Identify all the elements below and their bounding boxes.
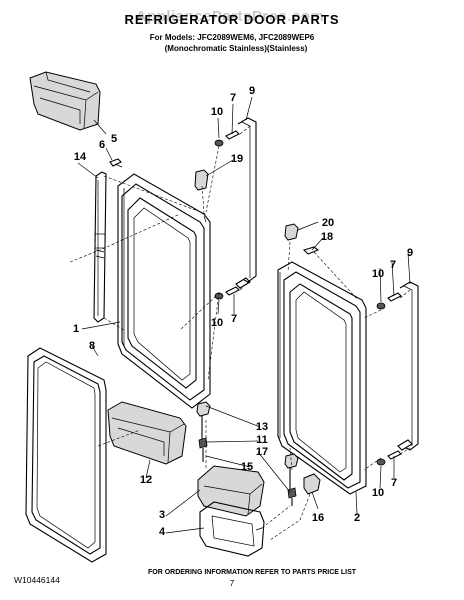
callout-10-lower-left: 10 (211, 317, 223, 329)
watermark: AppliancePartsPros.com (136, 8, 325, 25)
callout-7-lower-right: 7 (391, 477, 397, 489)
callout-10-upper-right: 10 (372, 268, 384, 280)
finish-line: (Monochromatic Stainless)(Stainless) (165, 44, 308, 53)
part-8-door-gasket (25, 347, 107, 563)
callout-14: 14 (74, 151, 87, 163)
diagram-title: REFRIGERATOR DOOR PARTS (124, 12, 339, 27)
callout-1: 1 (73, 323, 79, 335)
callout-13: 13 (256, 421, 268, 433)
callout-7-lower-left: 7 (231, 313, 237, 325)
callout-7-upper-left: 7 (230, 92, 236, 104)
callout-7-upper-right: 7 (390, 259, 396, 271)
page-number: 7 (230, 579, 235, 588)
callout-15: 15 (241, 461, 253, 473)
part-4-handle-bracket (199, 501, 265, 557)
document-number: W10446144 (14, 575, 60, 585)
center-hinge-pins (196, 401, 321, 506)
callout-19: 19 (231, 153, 243, 165)
callout-17: 17 (256, 446, 268, 458)
callout-2: 2 (354, 512, 360, 524)
part-1-left-door (117, 173, 211, 409)
models-line: For Models: JFC2089WEM6, JFC2089WEP6 (150, 33, 315, 42)
callout-12: 12 (140, 474, 152, 486)
callout-4: 4 (159, 526, 166, 538)
assembly-guide-lines (69, 125, 411, 541)
part-2-right-door (277, 261, 367, 495)
callout-9-right: 9 (407, 247, 413, 259)
callout-6: 6 (99, 139, 105, 151)
callout-20: 20 (322, 217, 334, 229)
part-5-door-bin (29, 71, 101, 131)
part-14-door-strip (93, 171, 107, 323)
callout-8: 8 (89, 340, 95, 352)
left-lower-hinge-hardware (214, 277, 251, 300)
right-lower-hinge-hardware (376, 439, 413, 466)
callout-11: 11 (256, 434, 268, 446)
ordering-info-note: FOR ORDERING INFORMATION REFER TO PARTS … (148, 569, 357, 576)
part-3-handle-cover (197, 465, 265, 517)
callout-3: 3 (159, 509, 165, 521)
callout-10-lower-right: 10 (372, 487, 384, 499)
callout-16: 16 (312, 512, 324, 524)
callout-9-left: 9 (249, 85, 255, 97)
part-12-door-bin (107, 401, 187, 465)
callout-numbers: 5 14 6 10 7 9 19 10 7 20 18 10 7 9 1 8 1… (73, 85, 413, 538)
right-upper-hinge-hardware (284, 223, 419, 451)
callout-10-upper-left: 10 (211, 106, 223, 118)
callout-18: 18 (321, 231, 333, 243)
part-6-screw (109, 158, 123, 168)
leader-lines (77, 96, 411, 534)
callout-5: 5 (111, 133, 117, 145)
